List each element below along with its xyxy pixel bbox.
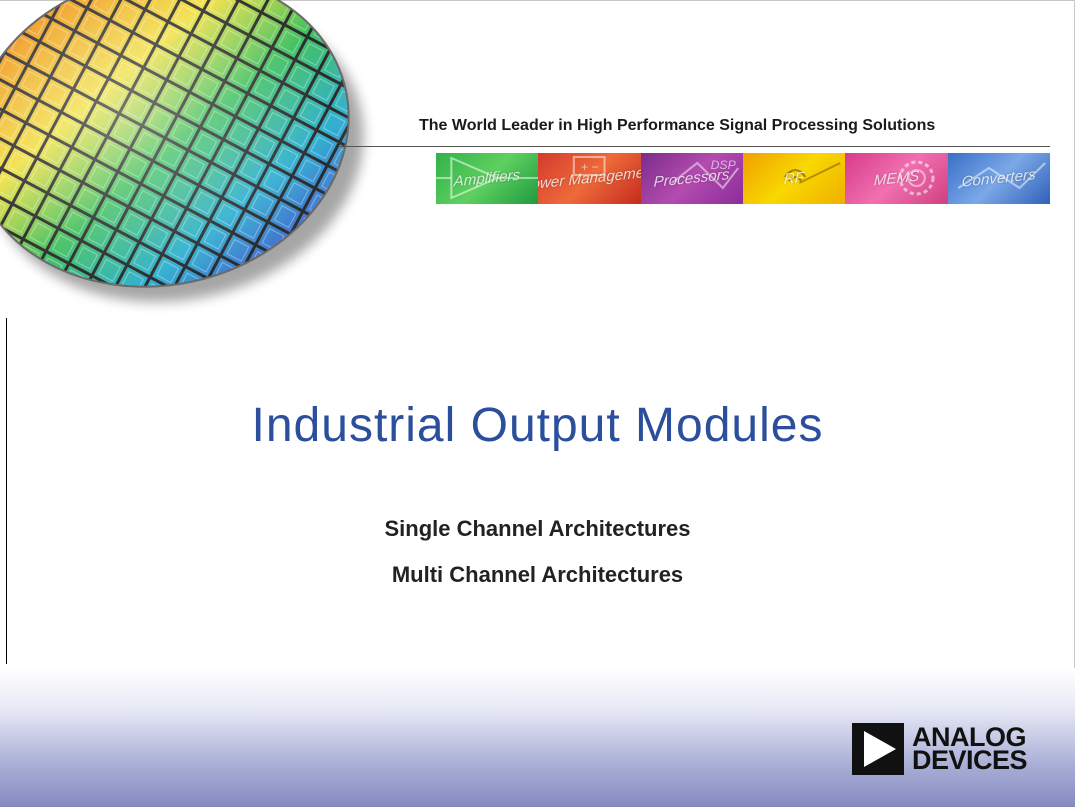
antenna-symbol-icon bbox=[784, 162, 841, 184]
banner-power-management: + − Power Management bbox=[538, 153, 641, 204]
left-rule bbox=[6, 318, 7, 664]
amplifier-symbol-icon bbox=[436, 156, 539, 200]
svg-text:DSP: DSP bbox=[710, 158, 736, 172]
analog-devices-logo: ANALOG DEVICES bbox=[852, 722, 1028, 775]
banner-processors: DSP Processors bbox=[640, 153, 743, 204]
frame-top-border bbox=[0, 0, 1075, 1]
tagline-rule bbox=[340, 146, 1050, 147]
banner-label: RF bbox=[783, 169, 805, 188]
gear-icon bbox=[899, 160, 935, 196]
logo-wordmark: ANALOG DEVICES bbox=[912, 722, 1028, 775]
banner-amplifiers: Amplifiers bbox=[436, 153, 539, 204]
play-triangle-icon bbox=[852, 723, 904, 775]
banner-rf: RF bbox=[742, 153, 846, 204]
logo-line-1: ANALOG bbox=[912, 722, 1027, 752]
slide-title: Industrial Output Modules bbox=[251, 399, 824, 452]
banner-mems: MEMS bbox=[845, 153, 948, 204]
processor-symbol-icon: DSP bbox=[670, 158, 739, 190]
product-banner: Amplifiers + − Power Management DSP Proc… bbox=[436, 153, 1050, 204]
svg-text:+ −: + − bbox=[581, 160, 599, 174]
silicon-wafer-image bbox=[0, 0, 379, 322]
converter-symbol-icon bbox=[957, 162, 1046, 190]
banner-converters: Converters bbox=[947, 153, 1050, 204]
subtitle-multi-channel: Multi Channel Architectures bbox=[391, 562, 684, 587]
logo-line-2: DEVICES bbox=[912, 745, 1028, 775]
tagline: The World Leader in High Performance Sig… bbox=[419, 117, 936, 134]
power-symbol-icon: + − bbox=[573, 156, 606, 176]
subtitle-single-channel: Single Channel Architectures bbox=[384, 516, 691, 541]
